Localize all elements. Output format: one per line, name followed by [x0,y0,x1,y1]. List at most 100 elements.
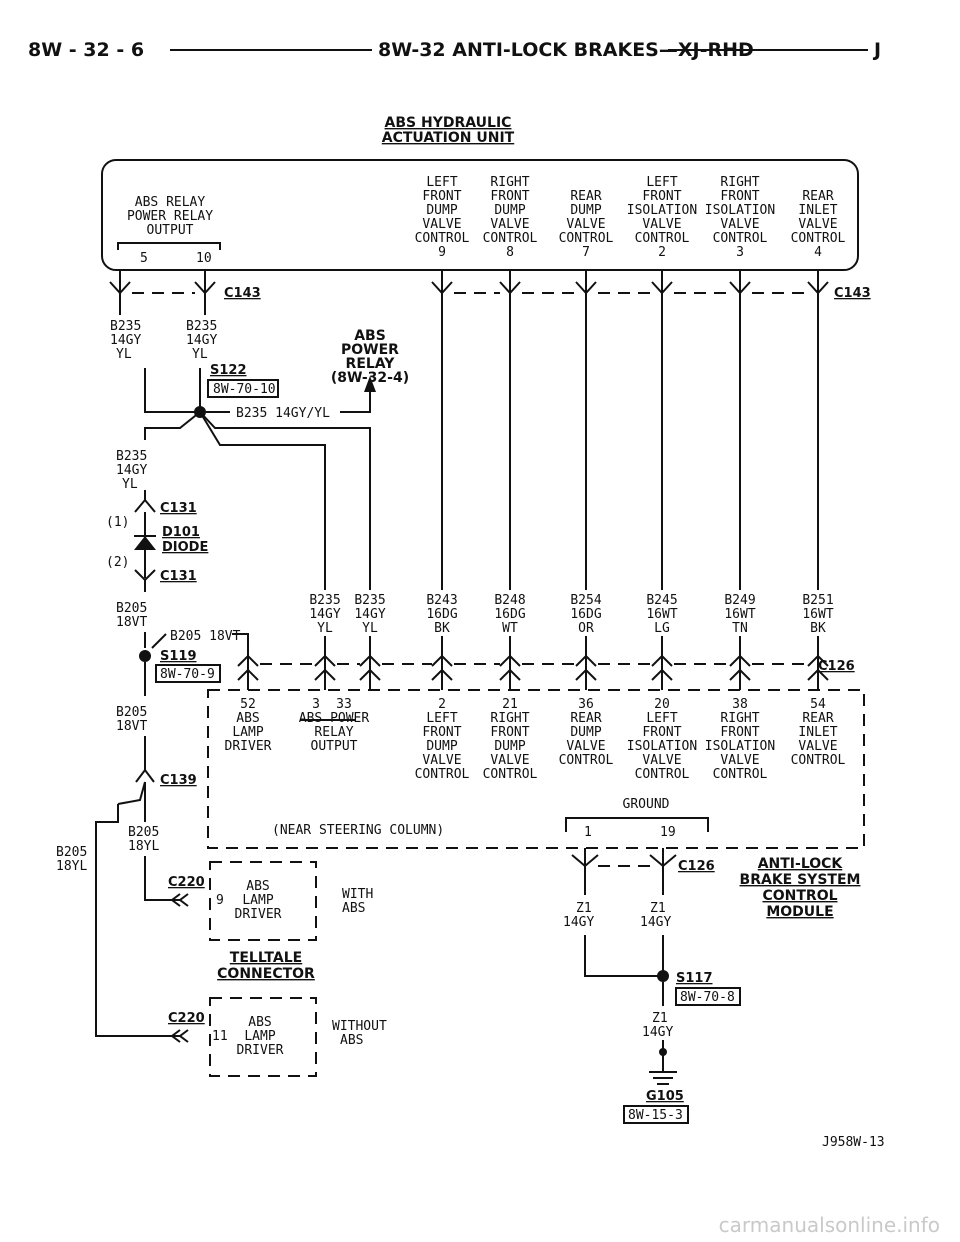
svg-text:DUMP: DUMP [570,203,601,218]
svg-text:VALVE: VALVE [422,217,461,232]
c220-label-with: C220 [168,875,205,890]
wire-b205-to-telltale [144,856,180,901]
svg-text:36: 36 [578,697,594,712]
c143-right: C143 [431,270,871,590]
ground-g105: G105 [646,1089,684,1104]
svg-text:LAMP: LAMP [232,725,263,740]
label-b205-diode: B205 18VT [116,601,147,630]
wire-to-abs-relay [340,390,371,413]
page-title: 8W-32 ANTI-LOCK BRAKES—XJ-RHD [378,39,754,61]
svg-text:B235: B235 [116,449,147,464]
svg-text:FRONT: FRONT [422,725,461,740]
svg-text:LEFT: LEFT [426,175,457,190]
svg-text:14GY: 14GY [354,607,385,622]
svg-text:B235: B235 [110,319,141,334]
label-b205-mid: B205 18VT [116,705,147,734]
label-z1-ground: Z1 14GY [642,1011,673,1040]
svg-text:B235: B235 [186,319,217,334]
svg-text:16DG: 16DG [570,607,601,622]
svg-text:3: 3 [312,697,320,712]
telltale-with-pin: 9 [216,893,224,908]
svg-text:VALVE: VALVE [566,739,605,754]
svg-text:8: 8 [506,245,514,260]
diode-pin2: (2) [106,555,129,570]
svg-text:BK: BK [434,621,450,636]
wire-s122-to-cab-33 [199,411,371,590]
s119-ref-box [155,664,221,683]
svg-text:VALVE: VALVE [490,217,529,232]
svg-text:VALVE: VALVE [566,217,605,232]
cab-ground-label: GROUND [623,797,670,812]
cab-ground-pin-1: 1 [584,825,592,840]
svg-text:VALVE: VALVE [720,753,759,768]
diode-label: DIODE [162,540,208,555]
svg-text:VALVE: VALVE [720,217,759,232]
svg-text:ABS: ABS [340,1033,363,1048]
svg-text:CONTROL: CONTROL [762,888,837,904]
svg-text:16WT: 16WT [724,607,755,622]
g105-ref-box [623,1105,689,1124]
svg-text:CONTROL: CONTROL [635,767,690,782]
svg-text:LAMP: LAMP [244,1029,275,1044]
c126-label-top: C126 [818,659,855,674]
svg-text:FRONT: FRONT [720,189,759,204]
splice-s119: S119 [160,649,197,664]
svg-text:10: 10 [196,251,212,266]
svg-text:WITH: WITH [342,887,373,902]
c126-label-bottom: C126 [678,859,715,874]
svg-text:VALVE: VALVE [642,753,681,768]
svg-text:INLET: INLET [798,203,837,218]
svg-text:14GY: 14GY [563,915,594,930]
cab-wire-labels: B23514GYYLB23514GYYLB24316DGBKB24816DGWT… [309,593,834,690]
svg-text:18YL: 18YL [56,859,87,874]
svg-text:DUMP: DUMP [494,203,525,218]
svg-text:ISOLATION: ISOLATION [705,203,775,218]
svg-text:B205: B205 [116,601,147,616]
c126-pin-8 [729,654,751,681]
wire-z1-left-down [584,935,663,977]
svg-text:CONTROL: CONTROL [635,231,690,246]
telltale-with-note: WITH ABS [342,887,373,916]
svg-text:TN: TN [732,621,748,636]
watermark: carmanualsonline.info [719,1213,940,1237]
svg-text:14GY: 14GY [642,1025,673,1040]
telltale-title: TELLTALE CONNECTOR [217,950,315,982]
svg-text:REAR: REAR [570,189,601,204]
splice-s117: S117 [676,971,713,986]
svg-text:Z1: Z1 [576,901,592,916]
svg-text:ISOLATION: ISOLATION [705,739,775,754]
svg-text:OUTPUT: OUTPUT [147,223,194,238]
cab-module-title: ANTI-LOCK BRAKE SYSTEM CONTROL MODULE [740,856,861,920]
c143-label-left: C143 [224,286,261,301]
svg-text:WITHOUT: WITHOUT [332,1019,387,1034]
svg-text:POWER RELAY: POWER RELAY [127,209,213,224]
telltale-with-box [209,861,317,941]
svg-text:52: 52 [240,697,256,712]
svg-text:CONTROL: CONTROL [415,767,470,782]
telltale-without-box [209,997,317,1077]
svg-text:FRONT: FRONT [490,189,529,204]
svg-text:ABS: ABS [342,901,365,916]
svg-text:CONNECTOR: CONNECTOR [217,966,315,982]
wire-b205-far [95,804,180,1037]
ground-eyelet [659,1048,667,1056]
c131-label-lower: C131 [160,569,197,584]
svg-text:FRONT: FRONT [720,725,759,740]
s122-ref: 8W-70-10 [213,382,276,397]
wire-s122-to-c131 [144,411,201,440]
hcu-title-2: ACTUATION UNIT [382,130,515,146]
svg-text:16DG: 16DG [426,607,457,622]
